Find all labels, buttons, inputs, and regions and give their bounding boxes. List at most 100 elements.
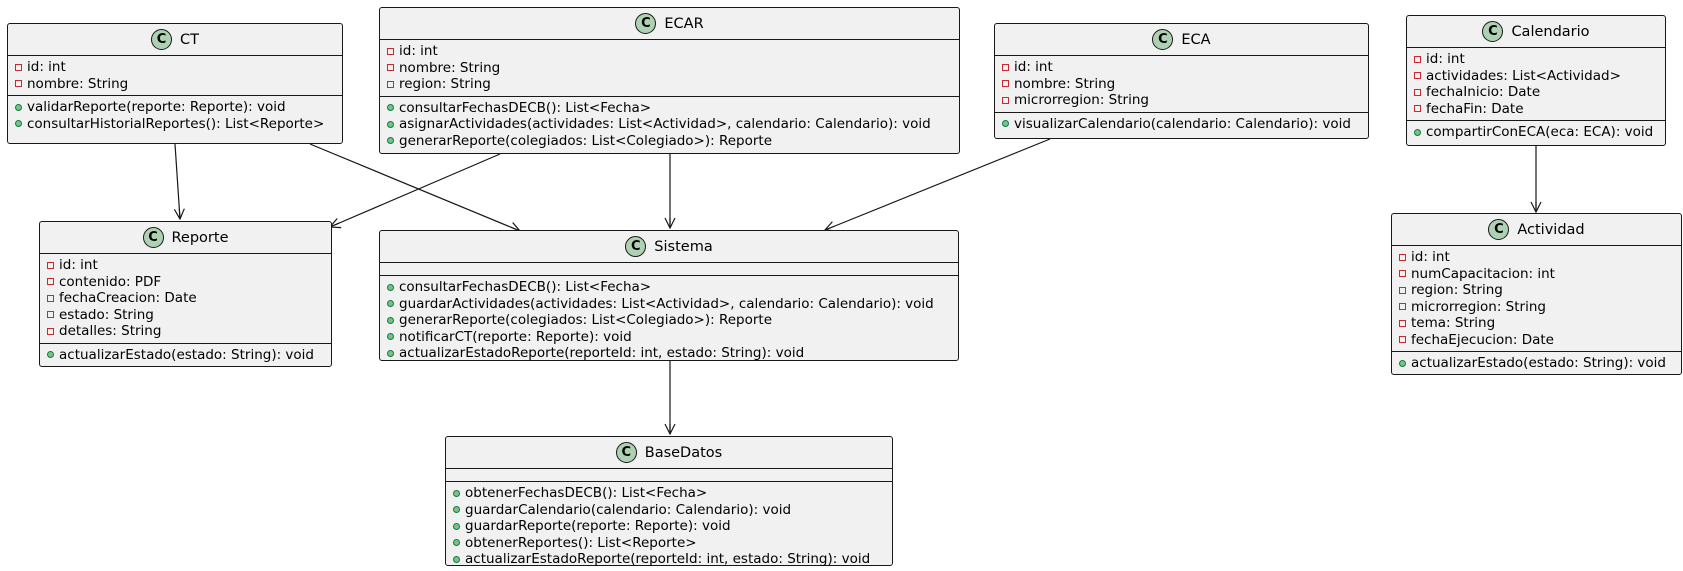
private-visibility-icon [387,80,399,88]
class-stereotype-icon: C [1488,219,1510,240]
methods-section: compartirConECA(eca: ECA): void [1407,120,1665,144]
private-visibility-icon [15,80,27,88]
method-text: actualizarEstado(estado: String): void [1411,355,1666,372]
attribute-text: id: int [59,257,98,274]
public-visibility-icon [387,316,399,324]
methods-section: visualizarCalendario(calendario: Calenda… [995,111,1368,136]
private-visibility-icon [15,63,27,71]
relation-ct-reporte [175,143,180,219]
attribute: fechaCreacion: Date [40,290,331,307]
method: actualizarEstadoReporte(reporteId: int, … [446,551,892,568]
attribute: fechaFin: Date [1407,101,1665,118]
method-text: obtenerReportes(): List<Reporte> [465,534,697,551]
class-name: ECA [1181,31,1211,48]
private-visibility-icon [47,294,59,302]
private-visibility-icon [1399,270,1411,278]
attribute-text: id: int [1411,249,1450,266]
class-stereotype-icon: C [615,442,637,463]
private-visibility-icon [1399,336,1411,344]
class-name: Calendario [1511,23,1590,40]
attribute-text: fechaInicio: Date [1426,84,1541,101]
private-visibility-icon [1399,303,1411,311]
method-text: obtenerFechasDECB(): List<Fecha> [465,485,708,502]
private-visibility-icon [1399,319,1411,327]
attributes-section [380,263,958,275]
method: consultarFechasDECB(): List<Fecha> [380,100,959,117]
attribute-text: tema: String [1411,315,1496,332]
class-stereotype-icon: C [142,227,164,248]
private-visibility-icon [1414,72,1426,80]
private-visibility-icon [1399,286,1411,294]
attribute: microrregion: String [1392,299,1681,316]
public-visibility-icon [15,120,27,128]
public-visibility-icon [453,489,465,497]
attribute-text: contenido: PDF [59,273,162,290]
private-visibility-icon [47,261,59,269]
private-visibility-icon [1002,96,1014,104]
private-visibility-icon [387,64,399,72]
methods-section: obtenerFechasDECB(): List<Fecha>guardarC… [446,481,892,571]
public-visibility-icon [387,120,399,128]
private-visibility-icon [1414,105,1426,113]
private-visibility-icon [1414,88,1426,96]
attribute: nombre: String [995,76,1368,93]
attribute-text: id: int [399,43,438,60]
attribute: microrregion: String [995,92,1368,109]
method-text: actualizarEstadoReporte(reporteId: int, … [465,551,871,568]
attribute: nombre: String [380,60,959,77]
method: guardarActividades(actividades: List<Act… [380,296,958,313]
public-visibility-icon [453,522,465,530]
class-stereotype-icon: C [1482,21,1504,42]
method: obtenerFechasDECB(): List<Fecha> [446,485,892,502]
method-text: consultarHistorialReportes(): List<Repor… [27,115,325,132]
method: asignarActividades(actividades: List<Act… [380,116,959,133]
relation-ecar-reporte [330,153,501,227]
private-visibility-icon [47,327,59,335]
attribute: region: String [1392,282,1681,299]
method: consultarHistorialReportes(): List<Repor… [8,116,342,133]
attribute-text: fechaEjecucion: Date [1411,331,1554,348]
public-visibility-icon [387,333,399,341]
methods-section: actualizarEstado(estado: String): void [1392,351,1681,375]
method-text: actualizarEstadoReporte(reporteId: int, … [399,345,805,362]
public-visibility-icon [47,351,59,359]
class-stereotype-icon: C [625,236,647,257]
attribute-text: id: int [1426,51,1465,68]
class-stereotype-icon: C [635,13,657,34]
class-name: ECAR [664,15,704,32]
attribute-text: detalles: String [59,323,162,340]
class-name: Actividad [1517,221,1585,238]
method-text: generarReporte(colegiados: List<Colegiad… [399,312,773,329]
class-stereotype-icon: C [1152,29,1174,50]
attribute-text: nombre: String [1014,75,1116,92]
method-text: asignarActividades(actividades: List<Act… [399,116,931,133]
private-visibility-icon [47,278,59,286]
method: generarReporte(colegiados: List<Colegiad… [380,133,959,150]
public-visibility-icon [387,137,399,145]
methods-section: consultarFechasDECB(): List<Fecha>guarda… [380,275,958,365]
class-name: CT [180,31,199,48]
attribute-text: actividades: List<Actividad> [1426,67,1621,84]
method-text: guardarCalendario(calendario: Calendario… [465,501,792,518]
public-visibility-icon [1414,128,1426,136]
class-name: Reporte [171,229,229,246]
public-visibility-icon [387,349,399,357]
method-text: visualizarCalendario(calendario: Calenda… [1014,115,1351,132]
attribute: fechaInicio: Date [1407,84,1665,101]
public-visibility-icon [453,539,465,547]
method: generarReporte(colegiados: List<Colegiad… [380,312,958,329]
methods-section: actualizarEstado(estado: String): void [40,342,331,367]
method-text: consultarFechasDECB(): List<Fecha> [399,279,652,296]
method: notificarCT(reporte: Reporte): void [380,329,958,346]
attribute: id: int [380,43,959,60]
method: actualizarEstado(estado: String): void [40,347,331,364]
